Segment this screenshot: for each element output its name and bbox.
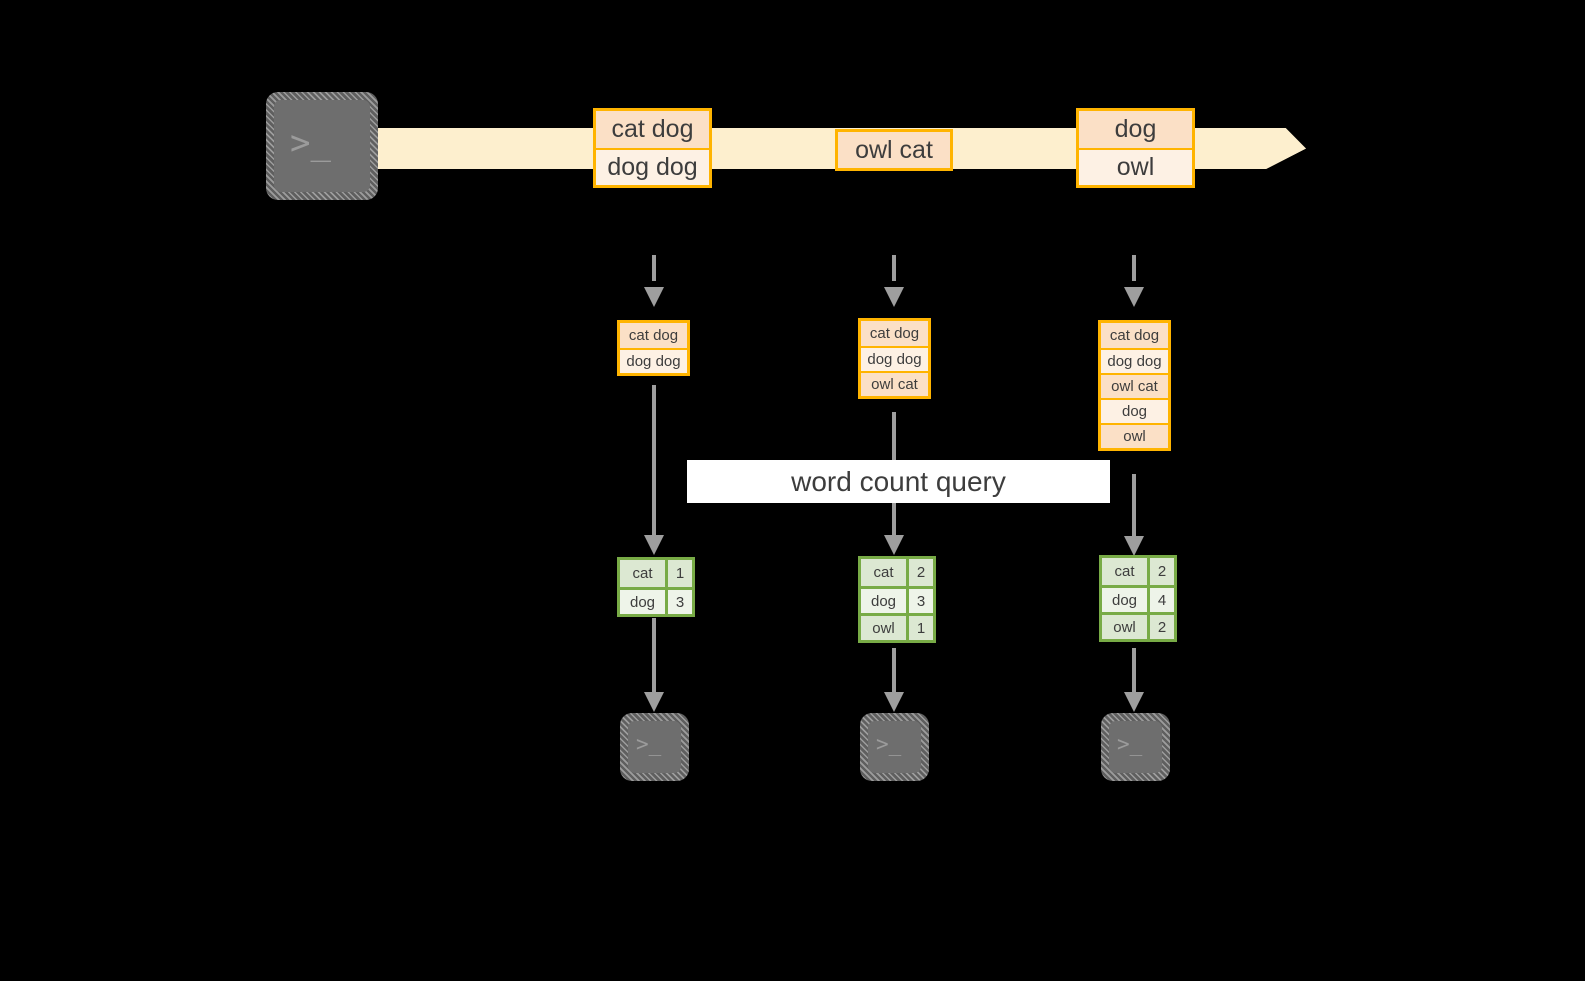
result-count: 2 — [1147, 558, 1174, 585]
result-table-1[interactable]: cat 1 dog 3 — [617, 557, 695, 617]
table-row: dog 4 — [1102, 585, 1174, 612]
result-to-consumer-connector-3 — [1120, 648, 1148, 714]
result-to-consumer-connector-1 — [640, 618, 668, 714]
terminal-prompt-glyph: >_ — [876, 732, 902, 756]
snapshot-to-result-connector-1 — [640, 385, 668, 557]
snapshot-to-result-connector-3 — [1120, 474, 1148, 558]
result-word: dog — [861, 589, 906, 613]
snapshot-row: cat dog — [861, 321, 928, 346]
message-line: owl — [1079, 148, 1192, 185]
result-count: 2 — [906, 559, 933, 586]
result-table-3[interactable]: cat 2 dog 4 owl 2 — [1099, 555, 1177, 642]
table-row: cat 1 — [620, 560, 692, 587]
consumer-terminal-icon-1: >_ — [620, 713, 689, 781]
result-word: owl — [861, 616, 906, 640]
consumer-terminal-icon-3: >_ — [1101, 713, 1170, 781]
snapshot-row: dog — [1101, 398, 1168, 423]
terminal-screen: >_ — [868, 721, 921, 773]
table-row: cat 2 — [861, 559, 933, 586]
query-label-text: word count query — [791, 465, 1006, 497]
snapshot-row: owl cat — [861, 371, 928, 396]
stream-message-1[interactable]: cat dog dog dog — [593, 108, 712, 188]
message-line: dog — [1079, 111, 1192, 148]
terminal-prompt-glyph: >_ — [290, 123, 331, 163]
snapshot-table-3[interactable]: cat dog dog dog owl cat dog owl — [1098, 320, 1171, 451]
producer-terminal-icon: >_ — [266, 92, 378, 200]
result-word: cat — [620, 560, 665, 587]
table-row: owl 1 — [861, 613, 933, 640]
result-count: 3 — [665, 590, 692, 614]
result-to-consumer-connector-2 — [880, 648, 908, 714]
snapshot-row: owl cat — [1101, 373, 1168, 398]
result-count: 1 — [906, 616, 933, 640]
snapshot-row: cat dog — [1101, 323, 1168, 348]
snapshot-row: owl — [1101, 423, 1168, 448]
stream-to-snapshot-connector-2 — [880, 255, 908, 317]
table-row: cat 2 — [1102, 558, 1174, 585]
table-row: owl 2 — [1102, 612, 1174, 639]
result-count: 4 — [1147, 588, 1174, 612]
message-line: dog dog — [596, 148, 709, 185]
stream-arrowhead — [1266, 108, 1308, 189]
table-row: dog 3 — [861, 586, 933, 613]
consumer-terminal-icon-2: >_ — [860, 713, 929, 781]
result-word: dog — [620, 590, 665, 614]
query-label: word count query — [687, 460, 1110, 503]
terminal-screen: >_ — [274, 100, 370, 192]
snapshot-table-2[interactable]: cat dog dog dog owl cat — [858, 318, 931, 399]
message-line: cat dog — [596, 111, 709, 148]
terminal-prompt-glyph: >_ — [636, 732, 662, 756]
table-row: dog 3 — [620, 587, 692, 614]
snapshot-row: cat dog — [620, 323, 687, 348]
result-word: owl — [1102, 615, 1147, 639]
terminal-screen: >_ — [1109, 721, 1162, 773]
result-word: dog — [1102, 588, 1147, 612]
stream-message-2[interactable]: owl cat — [835, 129, 953, 171]
result-word: cat — [861, 559, 906, 586]
result-count: 2 — [1147, 615, 1174, 639]
snapshot-row: dog dog — [1101, 348, 1168, 373]
stream-to-snapshot-connector-3 — [1120, 255, 1148, 317]
result-count: 3 — [906, 589, 933, 613]
snapshot-table-1[interactable]: cat dog dog dog — [617, 320, 690, 376]
terminal-screen: >_ — [628, 721, 681, 773]
result-word: cat — [1102, 558, 1147, 585]
stream-message-3[interactable]: dog owl — [1076, 108, 1195, 188]
stream-to-snapshot-connector-1 — [640, 255, 668, 317]
result-count: 1 — [665, 560, 692, 587]
result-table-2[interactable]: cat 2 dog 3 owl 1 — [858, 556, 936, 643]
snapshot-row: dog dog — [861, 346, 928, 371]
snapshot-row: dog dog — [620, 348, 687, 373]
terminal-prompt-glyph: >_ — [1117, 732, 1143, 756]
message-line: owl cat — [838, 132, 950, 168]
